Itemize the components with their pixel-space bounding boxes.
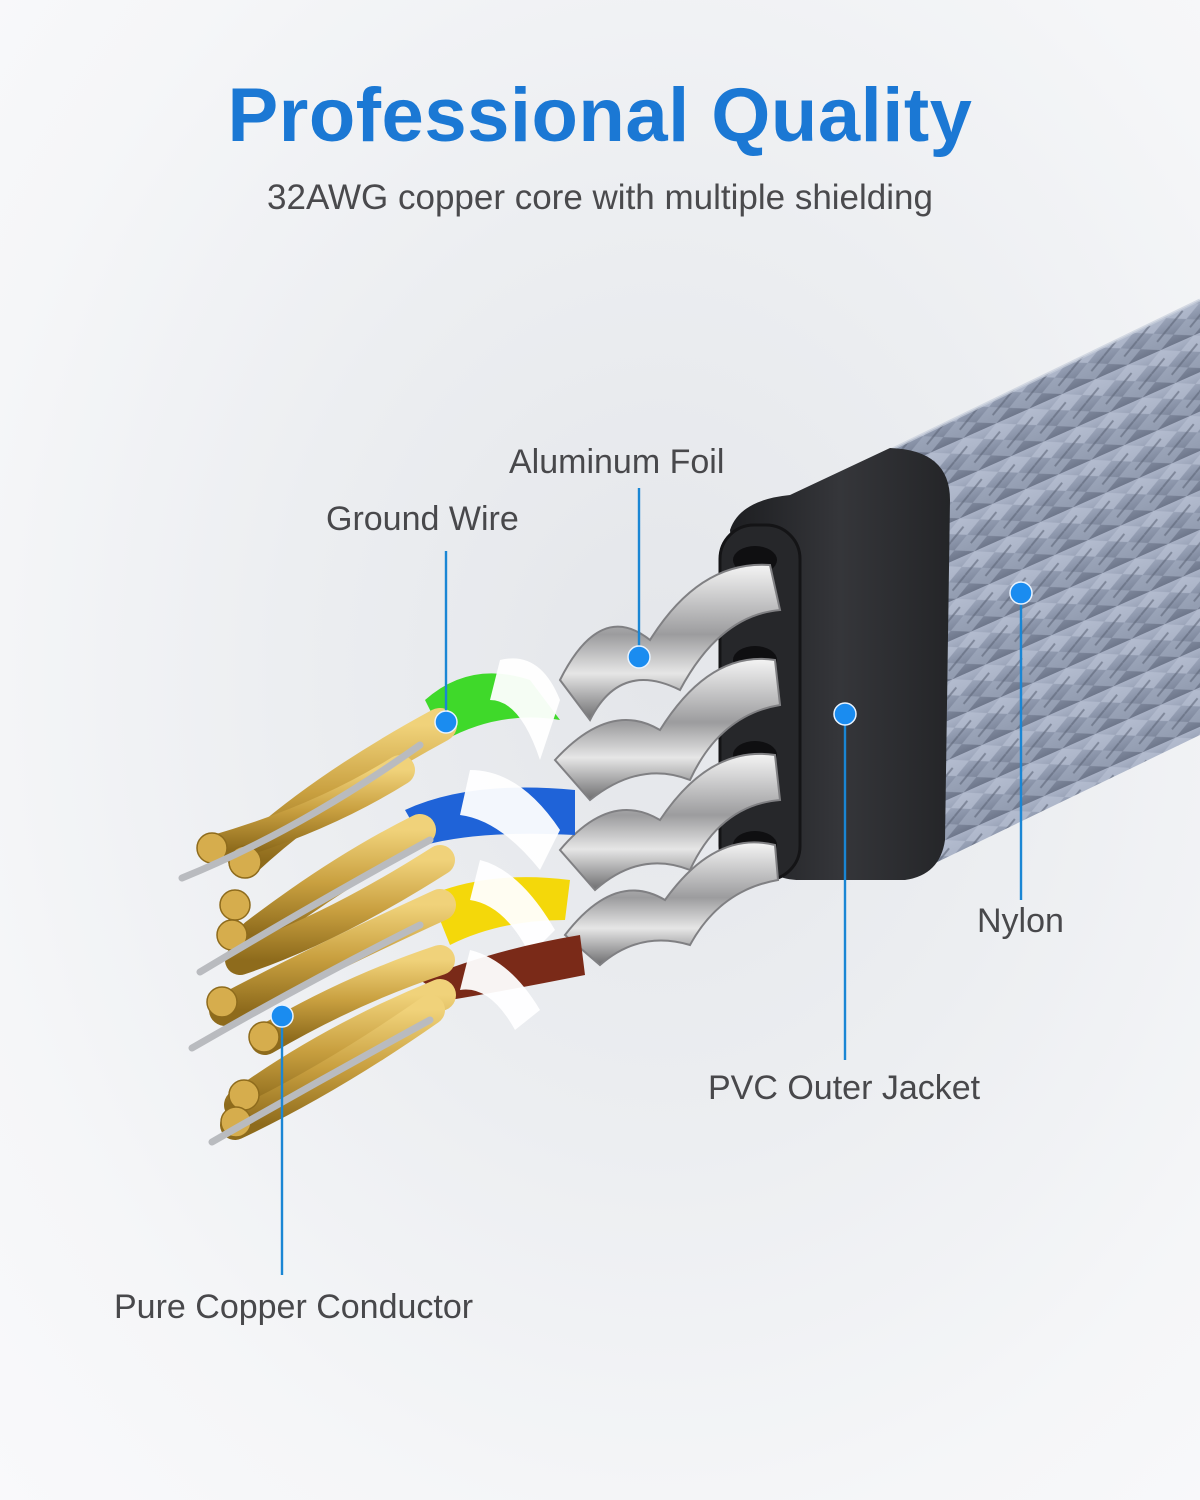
label-pure-copper-conductor: Pure Copper Conductor (114, 1288, 474, 1326)
pvc-jacket-marker (833, 702, 857, 726)
label-nylon: Nylon (977, 902, 1064, 940)
label-pvc-outer-jacket: PVC Outer Jacket (708, 1069, 981, 1107)
callout-copper-conductor (270, 1004, 294, 1275)
page-title: Professional Quality (227, 73, 973, 158)
callout-nylon (1009, 581, 1033, 900)
foil-shielded-pairs (553, 563, 782, 967)
callout-pvc-jacket (833, 702, 857, 1060)
copper-conductors (178, 708, 457, 1146)
label-ground-wire: Ground Wire (326, 500, 519, 538)
nylon-braid-sheath (879, 298, 1200, 880)
copper-conductor-marker (270, 1004, 294, 1028)
aluminum-foil-marker (627, 645, 651, 669)
ground-wire-marker (434, 710, 458, 734)
insulated-pairs (405, 658, 585, 1030)
callout-aluminum-foil (627, 488, 651, 669)
callout-ground-wire (434, 551, 458, 734)
nylon-marker (1009, 581, 1033, 605)
page-subtitle: 32AWG copper core with multiple shieldin… (267, 178, 933, 217)
label-aluminum-foil: Aluminum Foil (509, 443, 725, 481)
